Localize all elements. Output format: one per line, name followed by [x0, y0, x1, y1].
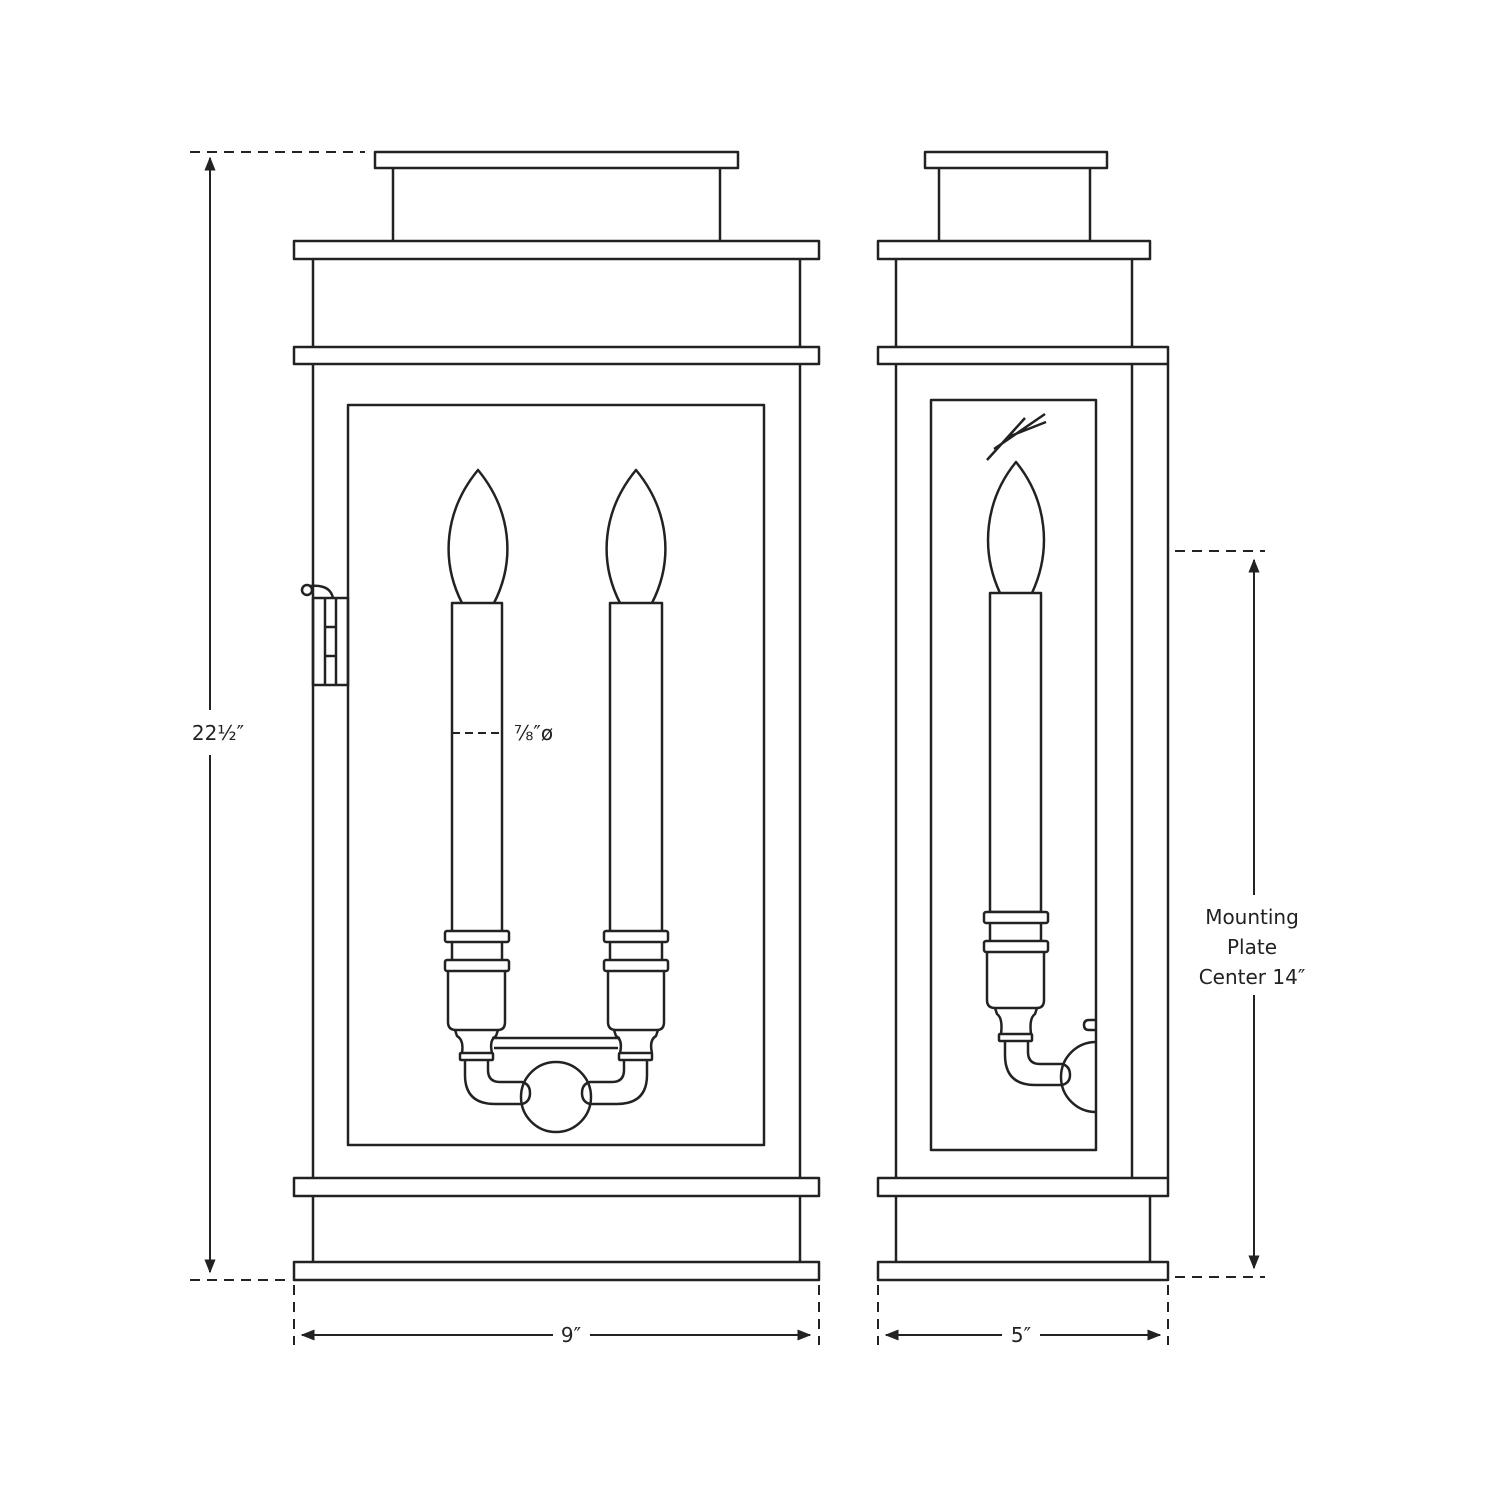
- front-chimney: [391, 168, 722, 241]
- front-lower-band: [292, 1176, 821, 1198]
- front-candle-left: [443, 468, 511, 1062]
- side-view: [876, 150, 1170, 1282]
- front-base: [292, 1260, 821, 1282]
- flame-bulb-icon: [447, 468, 509, 604]
- front-top-band: [292, 239, 821, 261]
- mounting-plate-line-3: Center 14″: [1199, 965, 1306, 989]
- flame-bulb-icon: [605, 468, 667, 604]
- mounting-plate-line-2: Plate: [1227, 935, 1277, 959]
- hinge-icon: [300, 583, 350, 687]
- wall-plate: [1059, 1040, 1097, 1114]
- front-glass-panel: [346, 403, 766, 1147]
- height-dimension: 22½″: [190, 151, 365, 1281]
- flame-bulb-icon: [986, 460, 1046, 594]
- glass-reflection-icon: [986, 412, 1047, 461]
- mounting-plate-line-1: Mounting: [1205, 905, 1299, 929]
- front-mid-band: [292, 345, 821, 366]
- candle-diameter-dimension: ⅞″ø: [452, 721, 553, 745]
- front-width-label: 9″: [561, 1323, 581, 1347]
- side-width-label: 5″: [1011, 1323, 1031, 1347]
- side-candle: [982, 460, 1097, 1114]
- height-label: 22½″: [192, 721, 244, 745]
- front-body: [311, 364, 802, 1178]
- candle-diameter-label: ⅞″ø: [514, 721, 553, 745]
- front-candle-right: [602, 468, 670, 1062]
- mounting-plate-dimension: Mounting Plate Center 14″: [1175, 550, 1306, 1278]
- front-candle-arm: [463, 1036, 649, 1134]
- front-top-cap: [373, 150, 740, 170]
- side-top-cap: [923, 150, 1109, 170]
- side-width-dimension: 5″: [877, 1285, 1169, 1347]
- front-view: [292, 150, 821, 1282]
- front-width-dimension: 9″: [293, 1285, 820, 1347]
- side-glass-panel: [929, 398, 1098, 1152]
